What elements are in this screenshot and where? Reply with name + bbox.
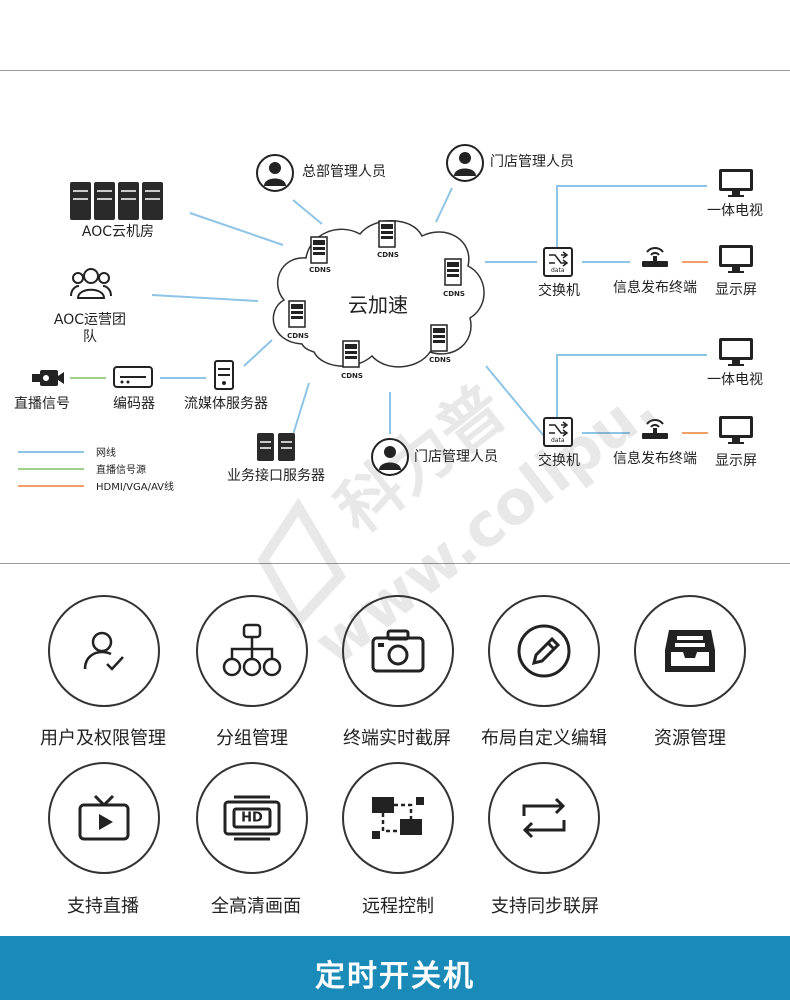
info-terminal-top-label: 信息发布终端: [613, 280, 697, 296]
person-avatar-icon: [446, 144, 484, 182]
monitor-icon: [719, 338, 753, 366]
store-manager-top-label: 门店管理人员: [490, 154, 574, 170]
cdns-server-icon: [310, 236, 328, 264]
feature-screen-capture: [342, 595, 454, 707]
team-icon: [70, 268, 112, 299]
legend-live-line: [18, 468, 84, 470]
aoc-team-line1: AOC运营团: [53, 312, 127, 328]
camera-icon: [371, 629, 425, 673]
dual-server-icon: [257, 433, 295, 461]
feature-resource-management-label: 资源管理: [654, 728, 726, 749]
api-server-label: 业务接口服务器: [227, 468, 325, 484]
feature-remote-control-label: 远程控制: [362, 896, 434, 917]
line-cloud-switch-bottom: [485, 365, 545, 437]
cdns-label: CDNS: [309, 266, 331, 274]
display-top-label: 显示屏: [715, 282, 757, 298]
monitor-icon: [719, 245, 753, 273]
line-switch-top-tv: [556, 185, 707, 248]
router-icon: [642, 247, 668, 267]
person-avatar-icon: [256, 154, 294, 192]
video-camera-icon: [32, 370, 64, 386]
legend-av-label: HDMI/VGA/AV线: [96, 482, 175, 493]
feature-sync-screens-label: 支持同步联屏: [491, 896, 599, 917]
banner-title: 定时开关机: [315, 959, 475, 994]
tv-play-icon: [78, 794, 130, 841]
feature-live: [48, 762, 160, 874]
cdns-server-icon: [378, 220, 396, 248]
live-signal-label: 直播信号: [14, 396, 70, 412]
aoc-team-label: AOC运营团 队: [54, 312, 126, 346]
cdns-server-icon: [288, 300, 306, 328]
cdns-server-icon: [342, 340, 360, 368]
line-hq-cloud: [292, 199, 323, 225]
hierarchy-icon: [222, 623, 282, 677]
sync-arrows-icon: [522, 797, 566, 839]
store-manager-bottom-label: 门店管理人员: [414, 449, 498, 465]
hd-text: HD: [241, 810, 263, 826]
feature-remote-control: [342, 762, 454, 874]
display-bottom-label: 显示屏: [715, 453, 757, 469]
hq-manager-label: 总部管理人员: [302, 164, 386, 180]
line-team-cloud: [151, 294, 259, 302]
monitor-icon: [719, 169, 753, 197]
cdns-server-icon: [444, 258, 462, 286]
encoder-device-icon: [113, 366, 153, 388]
feature-group-management-label: 分组管理: [216, 728, 288, 749]
cloud-label: 云加速: [348, 293, 408, 317]
section-banner: [0, 936, 790, 1000]
all-in-one-tv-bottom-label: 一体电视: [707, 372, 763, 388]
monitor-icon: [719, 416, 753, 444]
line-switch-bottom-tv: [556, 354, 707, 419]
feature-live-label: 支持直播: [67, 896, 139, 917]
person-avatar-icon: [371, 438, 409, 476]
switch-badge: data: [551, 437, 565, 444]
line-store-top-cloud: [435, 187, 453, 223]
line-streaming-cloud: [243, 339, 273, 367]
cdns-label: CDNS: [443, 290, 465, 298]
middle-divider: [0, 563, 790, 564]
connection-lines: [70, 185, 708, 439]
cdns-server-icon: [430, 324, 448, 352]
pencil-icon: [517, 624, 571, 678]
switch-top-label: 交换机: [538, 283, 580, 299]
feature-full-hd: HD: [196, 762, 308, 874]
cdns-label: CDNS: [287, 332, 309, 340]
feature-sync-screens: [488, 762, 600, 874]
feature-screen-capture-label: 终端实时截屏: [343, 728, 451, 749]
legend-network-line: [18, 451, 84, 453]
switch-badge: data: [551, 267, 565, 274]
legend-live-label: 直播信号源: [96, 465, 146, 476]
feature-layout-edit-label: 布局自定义编辑: [481, 728, 607, 749]
feature-full-hd-label: 全高清画面: [211, 896, 301, 917]
line-api-cloud: [291, 382, 310, 439]
router-icon: [642, 419, 668, 439]
switch-bottom-label: 交换机: [538, 453, 580, 469]
feature-group-management: [196, 595, 308, 707]
line-datacenter-cloud: [189, 212, 284, 246]
cdns-label: CDNS: [429, 356, 451, 364]
hd-icon: [223, 795, 281, 841]
info-terminal-bottom-label: 信息发布终端: [613, 451, 697, 467]
feature-user-permission-label: 用户及权限管理: [40, 728, 166, 749]
remote-network-icon: [372, 797, 424, 839]
server-tower-icon: [214, 360, 234, 390]
feature-user-permission: [48, 595, 160, 707]
top-divider: [0, 70, 790, 71]
tray-icon: [665, 630, 715, 672]
aoc-team-line2: 队: [82, 328, 97, 345]
streaming-server-label: 流媒体服务器: [184, 396, 268, 412]
feature-layout-edit: [488, 595, 600, 707]
legend-av-line: [18, 485, 84, 487]
feature-resource-management: [634, 595, 746, 707]
encoder-label: 编码器: [113, 396, 155, 412]
network-switch-icon: [543, 247, 573, 277]
user-check-icon: [83, 631, 124, 671]
legend-network-label: 网线: [96, 448, 116, 459]
all-in-one-tv-top-label: 一体电视: [707, 203, 763, 219]
server-rack-icon: [70, 182, 163, 220]
aoc-datacenter-label: AOC云机房: [81, 224, 155, 240]
cdns-label: CDNS: [341, 372, 363, 380]
network-switch-icon: [543, 417, 573, 447]
cdns-label: CDNS: [377, 251, 399, 259]
